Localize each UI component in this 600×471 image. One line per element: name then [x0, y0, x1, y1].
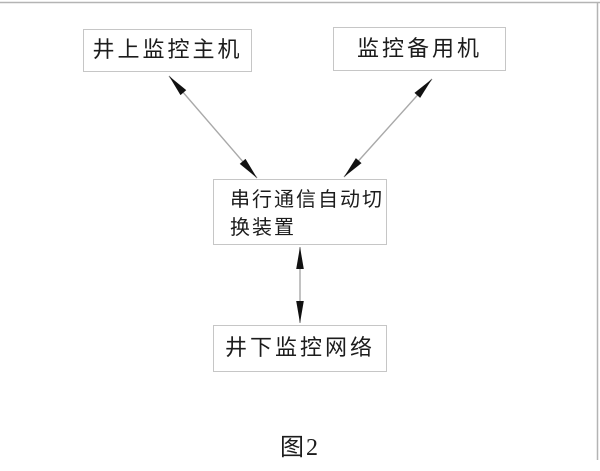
arrow-surface-host-switch-device — [168, 75, 258, 179]
figure-caption: 图2 — [280, 435, 320, 461]
node-surface-monitoring-host: 井上监控主机 — [83, 29, 252, 72]
node-label: 监控备用机 — [356, 35, 482, 61]
node-label-line-1: 串行通信自动切 — [230, 189, 384, 211]
node-label: 井下监控网络 — [224, 335, 375, 361]
arrow-backup-machine-switch-device — [343, 78, 433, 178]
node-label-line-2: 换装置 — [230, 217, 296, 239]
node-underground-monitoring-network: 井下监控网络 — [213, 325, 387, 372]
node-serial-comm-auto-switch-device: 串行通信自动切 换装置 — [213, 179, 387, 245]
node-monitoring-backup-machine: 监控备用机 — [333, 27, 506, 71]
node-label: 井上监控主机 — [92, 37, 243, 63]
